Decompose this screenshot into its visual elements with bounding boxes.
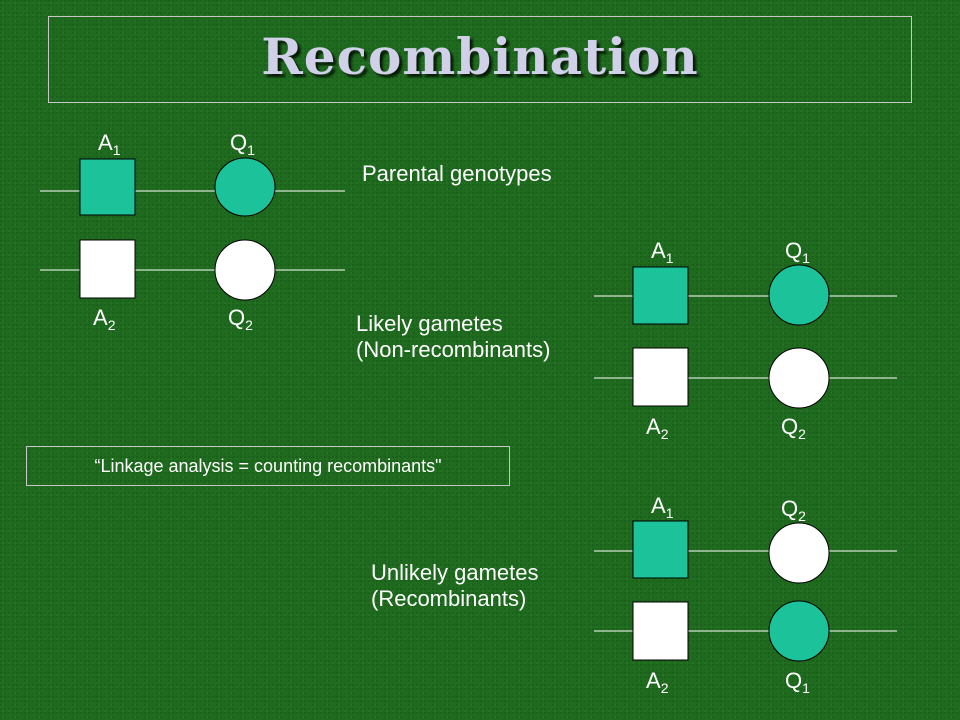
allele-label-q2: Q2 xyxy=(781,496,806,524)
allele-square-filled xyxy=(79,158,136,216)
parental-genotypes-label: Parental genotypes xyxy=(362,161,552,186)
likely-gametes-label: Likely gametes (Non-recombinants) xyxy=(356,311,551,362)
allele-circle-filled xyxy=(768,264,830,326)
allele-label-a1: A1 xyxy=(651,238,674,266)
allele-label-q2: Q2 xyxy=(228,305,253,333)
linkage-quote: “Linkage analysis = counting recombinant… xyxy=(26,446,510,486)
allele-circle-filled xyxy=(768,600,830,662)
allele-square-empty xyxy=(632,347,689,407)
allele-circle-empty xyxy=(768,522,830,584)
allele-label-q1: Q1 xyxy=(785,668,810,696)
allele-square-empty xyxy=(632,601,689,661)
allele-square-empty xyxy=(79,239,136,299)
allele-label-q2: Q2 xyxy=(781,414,806,442)
page-title: Recombination xyxy=(261,27,699,86)
allele-label-a2: A2 xyxy=(93,305,116,333)
allele-label-q1: Q1 xyxy=(230,130,255,158)
allele-circle-empty xyxy=(214,239,276,301)
allele-label-a2: A2 xyxy=(646,414,669,442)
title-box: Recombination xyxy=(48,16,912,103)
allele-label-a2: A2 xyxy=(646,668,669,696)
allele-square-filled xyxy=(632,520,689,579)
unlikely-gametes-label: Unlikely gametes (Recombinants) xyxy=(371,560,539,611)
allele-label-q1: Q1 xyxy=(785,238,810,266)
allele-circle-filled xyxy=(214,157,276,217)
allele-circle-empty xyxy=(768,347,830,409)
allele-square-filled xyxy=(632,266,689,325)
allele-label-a1: A1 xyxy=(651,493,674,521)
allele-label-a1: A1 xyxy=(98,130,121,158)
